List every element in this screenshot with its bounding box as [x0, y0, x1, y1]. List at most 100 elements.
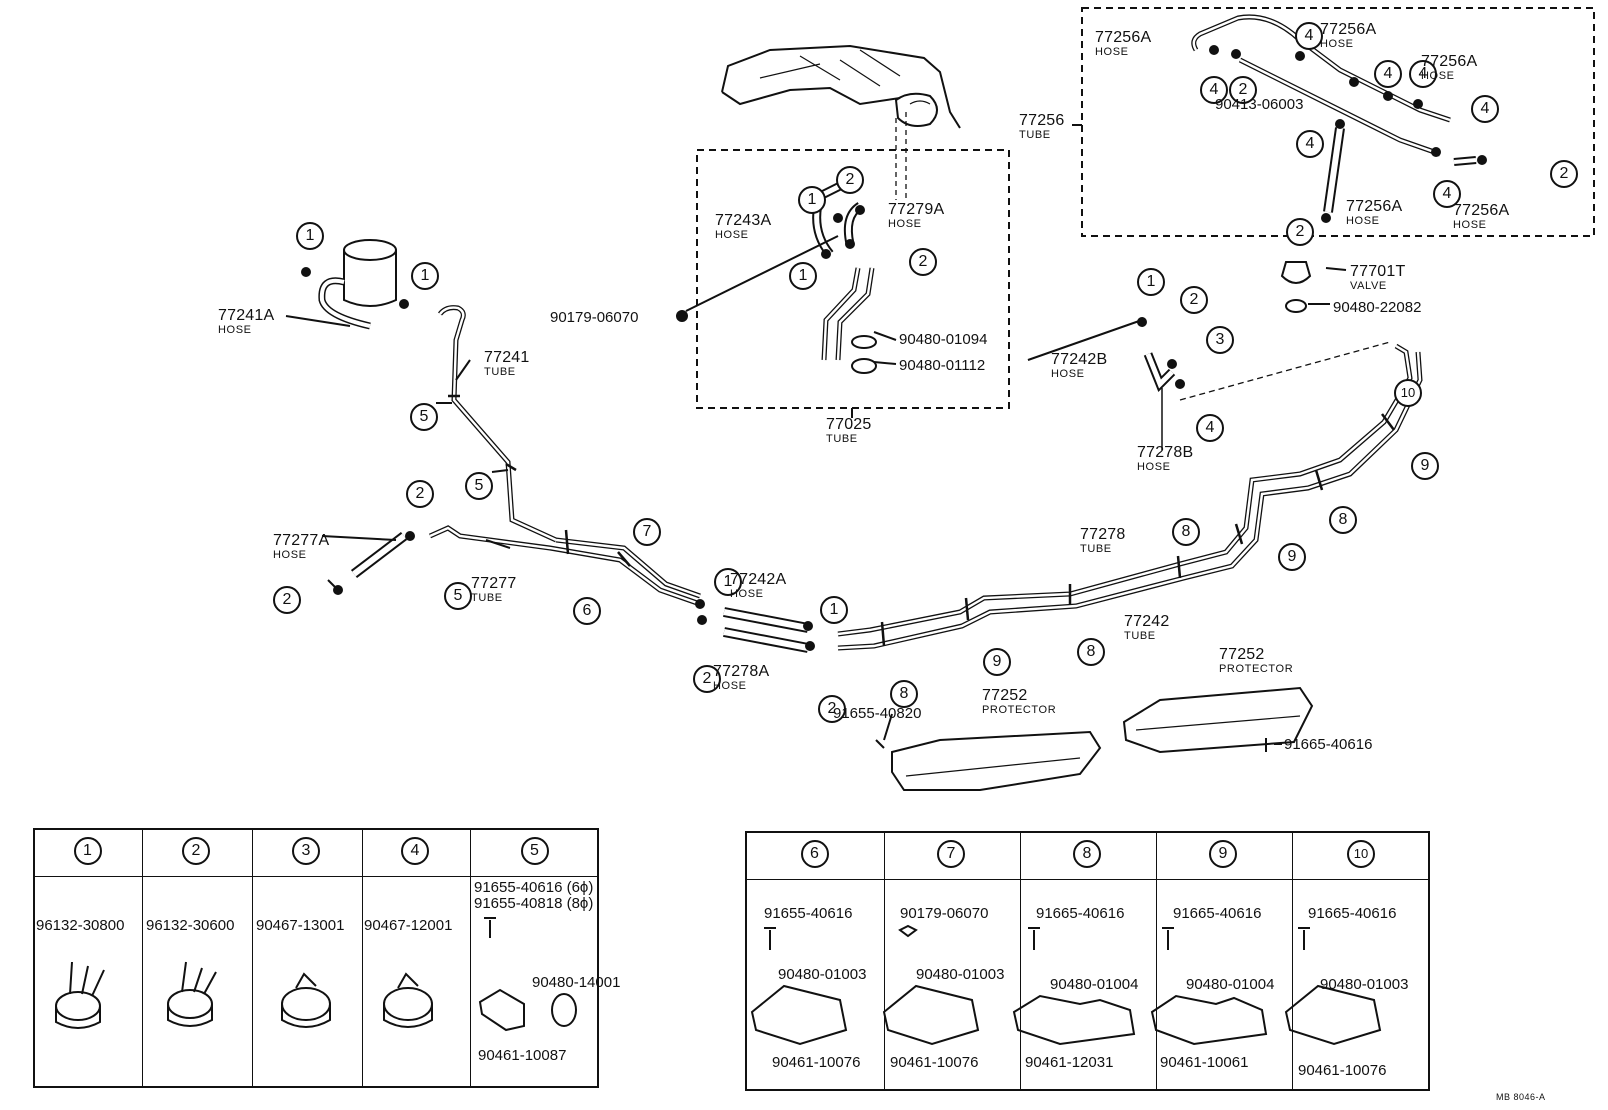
tube-77256-box — [1081, 7, 1595, 237]
part-label: 77278 — [1080, 526, 1126, 543]
part-label-caption: TUBE — [471, 592, 503, 604]
callout-8: 8 — [890, 680, 918, 708]
callout-4: 4 — [1196, 414, 1224, 442]
part-label: 77278A — [713, 663, 770, 680]
part-number: 90179-06070 — [550, 309, 639, 326]
detail-table-right — [745, 831, 1430, 1091]
callout-2: 2 — [1550, 160, 1578, 188]
table-part-number: 91665-40616 — [1173, 905, 1262, 922]
table-part-number: 90480-01003 — [778, 966, 867, 983]
canister-body — [343, 250, 397, 307]
callout-4: 4 — [1433, 180, 1461, 208]
part-label: 77241 — [484, 349, 530, 366]
callout-6: 6 — [573, 597, 601, 625]
part-label-caption: HOSE — [1137, 461, 1171, 473]
part-label: 77242 — [1124, 613, 1170, 630]
part-label: 77243A — [715, 212, 772, 229]
callout-4: 4 — [1374, 60, 1402, 88]
callout-2: 2 — [406, 480, 434, 508]
callout-9: 9 — [1278, 543, 1306, 571]
part-label-caption: PROTECTOR — [982, 704, 1057, 716]
callout-2: 2 — [909, 248, 937, 276]
table-header-callout-5: 5 — [520, 837, 549, 865]
part-number: 91655-40820 — [833, 705, 922, 722]
table-part-number: 91655-40818 (8ϕ) — [474, 895, 594, 912]
clamp-1-sketch — [55, 961, 105, 1029]
table-part-number: 90461-12031 — [1025, 1054, 1114, 1071]
part-label: 77279A — [888, 201, 945, 218]
callout-7: 7 — [633, 518, 661, 546]
part-label-caption: TUBE — [1080, 543, 1112, 555]
part-label: 77242A — [730, 571, 787, 588]
callout-2: 2 — [818, 695, 846, 723]
callout-1: 1 — [1137, 268, 1165, 296]
table-part-number: 91665-40616 — [1308, 905, 1397, 922]
clip-10-sketch — [1284, 927, 1382, 1046]
table-part-number: 90480-01003 — [916, 966, 1005, 983]
part-label: 77256 — [1019, 112, 1065, 129]
part-number: 90480-01112 — [899, 357, 986, 374]
part-label: 77241A — [218, 307, 275, 324]
callout-5: 5 — [410, 403, 438, 431]
callout-4: 4 — [1296, 130, 1324, 158]
callout-8: 8 — [1077, 638, 1105, 666]
callout-1: 1 — [714, 568, 742, 596]
callout-1: 1 — [798, 186, 826, 214]
part-label: 77278B — [1137, 444, 1194, 461]
callout-1: 1 — [296, 222, 324, 250]
part-label: 77252 — [1219, 646, 1265, 663]
callout-8: 8 — [1172, 518, 1200, 546]
callout-9: 9 — [983, 648, 1011, 676]
part-label: 77256A — [1095, 29, 1152, 46]
part-label-caption: HOSE — [715, 229, 749, 241]
table-part-number: 90480-01004 — [1050, 976, 1139, 993]
callout-5: 5 — [444, 582, 472, 610]
callout-9: 9 — [1411, 452, 1439, 480]
table-part-number: 90179-06070 — [900, 905, 989, 922]
part-label-caption: HOSE — [1421, 70, 1455, 82]
part-label: 77025 — [826, 416, 872, 433]
part-label: 77252 — [982, 687, 1028, 704]
protector-left — [891, 730, 1102, 791]
clamp-3-sketch — [281, 972, 331, 1028]
clip-6-sketch — [750, 927, 848, 1046]
table-part-number: 90467-13001 — [256, 917, 345, 934]
filler-neck — [894, 92, 938, 127]
canister-top — [343, 239, 397, 261]
part-label-caption: VALVE — [1350, 280, 1387, 292]
part-number: 91665-40616 — [1284, 736, 1373, 753]
part-label-caption: HOSE — [273, 549, 307, 561]
table-part-number: 90461-10076 — [890, 1054, 979, 1071]
table-header-callout-2: 2 — [182, 837, 210, 865]
table-header-callout-4: 4 — [401, 837, 429, 865]
table-part-number: 90480-14001 — [532, 974, 621, 991]
clip-5-sketch — [478, 917, 577, 1032]
part-label-caption: TUBE — [1019, 129, 1051, 141]
part-label-caption: PROTECTOR — [1219, 663, 1294, 675]
clamp-4-sketch — [383, 972, 433, 1028]
table-part-number: 96132-30800 — [36, 917, 125, 934]
callout-4: 4 — [1471, 95, 1499, 123]
part-number: 90480-22082 — [1333, 299, 1422, 316]
table-part-number: 91665-40616 — [1036, 905, 1125, 922]
table-part-number: 90461-10076 — [1298, 1062, 1387, 1079]
table-part-number: 90480-01003 — [1320, 976, 1409, 993]
part-label: 77256A — [1320, 21, 1377, 38]
fuel-tank-outline — [721, 44, 961, 129]
part-label-caption: HOSE — [888, 218, 922, 230]
callout-2: 2 — [273, 586, 301, 614]
part-label: 77256A — [1453, 202, 1510, 219]
protector-right — [1122, 686, 1314, 754]
table-header-callout-8: 8 — [1073, 840, 1101, 868]
table-header-callout-10: 10 — [1347, 840, 1375, 868]
clamp-2-sketch — [167, 961, 217, 1027]
callout-5: 5 — [465, 472, 493, 500]
part-number: 90480-01094 — [899, 331, 988, 348]
part-label-caption: HOSE — [1453, 219, 1487, 231]
part-number: 90413-06003 — [1215, 96, 1304, 113]
table-header-callout-6: 6 — [800, 840, 829, 868]
part-label: 77277 — [471, 575, 517, 592]
callout-1: 1 — [789, 262, 817, 290]
